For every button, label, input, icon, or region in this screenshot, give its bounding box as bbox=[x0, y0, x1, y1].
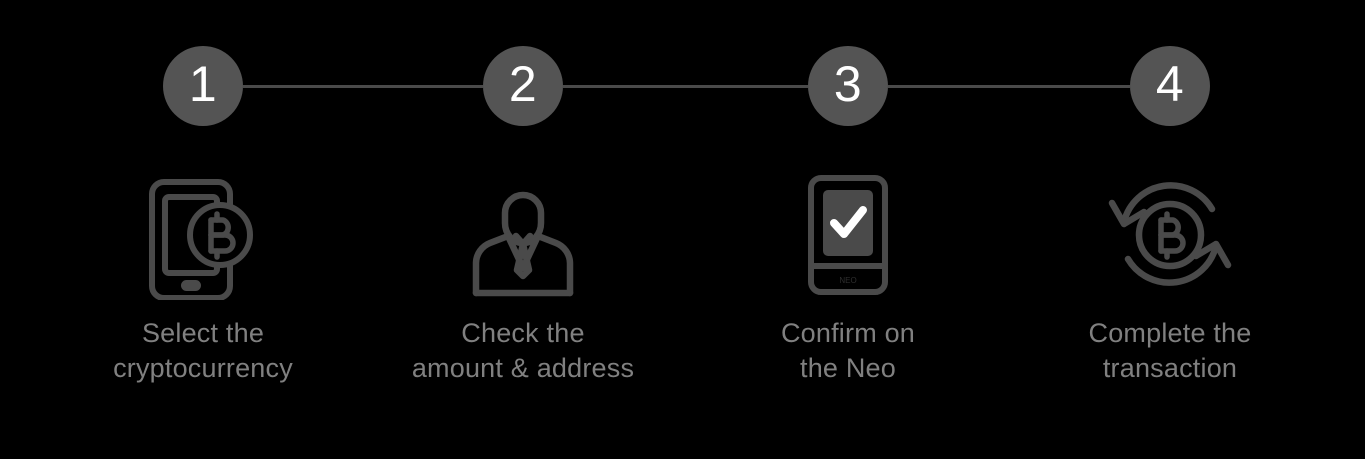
step-column-4: Complete the transaction bbox=[1030, 170, 1310, 385]
step-caption-2: Check the amount & address bbox=[411, 318, 635, 383]
connector-line-1-2 bbox=[243, 85, 483, 88]
step-circle-3[interactable]: 3 bbox=[808, 46, 888, 126]
device-checkmark-icon: NEO bbox=[808, 175, 888, 295]
step-column-1: Select the cryptocurrency bbox=[63, 170, 343, 385]
connector-line-2-3 bbox=[563, 85, 808, 88]
step-number-4: 4 bbox=[1155, 56, 1185, 112]
step-caption-1: Select the cryptocurrency bbox=[113, 318, 293, 383]
step-number-3: 3 bbox=[833, 56, 863, 112]
step-column-3: NEO Confirm on the Neo bbox=[708, 170, 988, 385]
step-number-2: 2 bbox=[508, 56, 538, 112]
step-columns: Select the cryptocurrency bbox=[0, 170, 1365, 459]
step-column-2: Check the amount & address bbox=[383, 170, 663, 385]
step-circle-4[interactable]: 4 bbox=[1130, 46, 1210, 126]
step-icon-wrap-1 bbox=[141, 170, 265, 300]
step-number-1: 1 bbox=[188, 56, 218, 112]
device-bezel-mark: NEO bbox=[839, 276, 856, 285]
phone-bitcoin-icon bbox=[149, 179, 253, 300]
connector-line-3-4 bbox=[888, 85, 1130, 88]
check-icon bbox=[830, 206, 867, 238]
step-circle-2[interactable]: 2 bbox=[483, 46, 563, 126]
progress-rail: 1 2 3 4 bbox=[0, 0, 1365, 175]
step-icon-wrap-4 bbox=[1108, 170, 1232, 300]
step-icon-wrap-2 bbox=[468, 170, 578, 300]
step-icon-wrap-3: NEO bbox=[796, 170, 900, 300]
step-caption-3: Confirm on the Neo bbox=[780, 318, 916, 383]
bitcoin-exchange-arrows-icon bbox=[1108, 182, 1232, 286]
step-circle-1[interactable]: 1 bbox=[163, 46, 243, 126]
person-suit-icon bbox=[472, 191, 574, 297]
step-caption-4: Complete the transaction bbox=[1088, 318, 1252, 383]
